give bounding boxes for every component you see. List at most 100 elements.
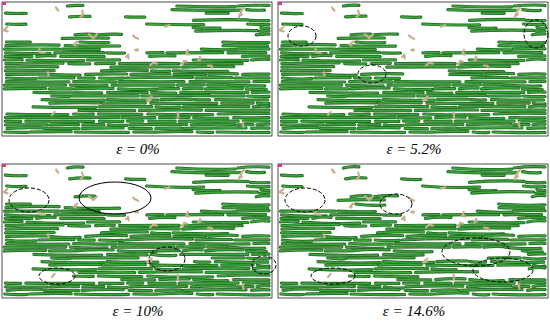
- polymer-chain: [74, 112, 94, 115]
- polymer-chain: [313, 54, 332, 58]
- polymer-chain: [7, 289, 42, 290]
- polymer-chain: [118, 87, 156, 91]
- polymer-chain-highlight: [522, 251, 542, 252]
- polymer-chain: [519, 234, 545, 238]
- polymer-chain: [338, 48, 376, 52]
- polymer-chain-highlight: [514, 4, 545, 7]
- polymer-chain: [87, 220, 119, 223]
- polymer-chain: [351, 130, 405, 134]
- polymer-chain: [514, 3, 545, 7]
- polymer-chain-highlight: [318, 99, 380, 102]
- polymer-chain-highlight: [470, 181, 525, 182]
- polymer-chain: [243, 234, 269, 238]
- polymer-chain-highlight: [473, 131, 489, 133]
- polymer-chain-highlight: [377, 232, 423, 233]
- polymer-chain-highlight: [402, 178, 421, 180]
- polymer-chain-highlight: [150, 55, 176, 57]
- tie-chain: [183, 61, 187, 64]
- polymer-chain: [190, 80, 249, 83]
- polymer-chain-highlight: [173, 233, 228, 234]
- polymer-chain-highlight: [437, 98, 468, 100]
- polymer-chain-highlight: [282, 66, 334, 68]
- polymer-chain: [252, 91, 269, 94]
- polymer-chain: [459, 86, 478, 90]
- polymer-chain-highlight: [426, 217, 452, 218]
- polymer-chain-highlight: [179, 282, 238, 284]
- polymer-chain-highlight: [99, 268, 152, 270]
- polymer-chain: [505, 247, 541, 248]
- polymer-chain-highlight: [253, 268, 269, 269]
- polymer-chain: [514, 209, 546, 213]
- polymer-chain-highlight: [156, 106, 180, 108]
- tie-chain: [243, 284, 244, 289]
- polymer-chain-highlight: [283, 73, 323, 75]
- polymer-chain-highlight: [61, 218, 105, 220]
- corner-marker: [278, 164, 282, 167]
- polymer-chain: [5, 210, 60, 213]
- polymer-chain-highlight: [514, 167, 545, 168]
- polymer-chain: [493, 130, 545, 134]
- polymer-chain-highlight: [499, 207, 544, 209]
- corner-marker: [2, 2, 6, 5]
- polymer-chain: [147, 22, 204, 26]
- polymer-chain: [533, 285, 545, 286]
- polymer-chain: [460, 126, 522, 130]
- tie-chain: [365, 196, 373, 200]
- polymer-chain: [423, 24, 480, 25]
- polymer-chain-highlight: [378, 102, 421, 104]
- polymer-chain: [67, 167, 83, 168]
- polymer-chain: [466, 80, 525, 84]
- polymer-chain-highlight: [432, 269, 456, 270]
- polymer-chain-highlight: [528, 58, 545, 61]
- tie-chain: [453, 275, 456, 280]
- polymer-chain-highlight: [6, 66, 58, 68]
- tie-chain: [350, 42, 353, 46]
- polymer-chain: [130, 123, 187, 127]
- polymer-chain: [253, 105, 269, 109]
- polymer-chain: [6, 43, 59, 47]
- tie-chain: [426, 63, 433, 65]
- polymer-chain-highlight: [536, 192, 545, 194]
- polymer-chain-highlight: [80, 41, 109, 43]
- polymer-chain-highlight: [477, 211, 511, 212]
- polymer-chain-highlight: [183, 250, 202, 251]
- polymer-chain-highlight: [201, 210, 235, 213]
- polymer-chain: [112, 83, 174, 86]
- polymer-chain: [238, 285, 253, 288]
- polymer-chain-highlight: [50, 285, 79, 287]
- polymer-chain-highlight: [5, 218, 32, 220]
- polymer-chain-highlight: [7, 235, 47, 237]
- polymer-chain: [434, 87, 455, 90]
- polymer-chain-highlight: [50, 102, 100, 104]
- tie-chain: [135, 48, 138, 51]
- polymer-chain-highlight: [448, 172, 517, 173]
- polymer-chain: [4, 87, 46, 91]
- polymer-chain: [343, 167, 359, 168]
- polymer-chain-highlight: [243, 55, 270, 57]
- polymer-chain: [454, 245, 481, 249]
- panel-frame: [2, 164, 272, 298]
- polymer-chain-highlight: [256, 33, 269, 35]
- tie-chain: [459, 61, 463, 64]
- polymer-chain: [183, 228, 234, 229]
- polymer-chain-highlight: [355, 110, 411, 112]
- polymer-chain-highlight: [395, 225, 455, 227]
- polymer-chain: [280, 248, 322, 252]
- polymer-chain-highlight: [519, 217, 546, 220]
- polymer-chain: [99, 267, 152, 270]
- polymer-chain: [338, 210, 376, 214]
- polymer-chain-highlight: [280, 87, 322, 89]
- polymer-chain-highlight: [514, 124, 529, 126]
- polymer-chain-highlight: [30, 293, 71, 295]
- polymer-chain: [428, 92, 452, 93]
- polymer-chain: [459, 65, 510, 69]
- polymer-chain-highlight: [216, 261, 268, 263]
- polymer-chain: [257, 122, 269, 126]
- polymer-chain: [61, 217, 105, 220]
- polymer-chain-highlight: [193, 27, 220, 29]
- polymer-chain: [150, 54, 176, 58]
- strain-label: ε = 5.2%: [387, 141, 442, 157]
- polymer-chain: [351, 86, 390, 90]
- void-highlight: [9, 188, 49, 212]
- polymer-chain: [87, 58, 119, 61]
